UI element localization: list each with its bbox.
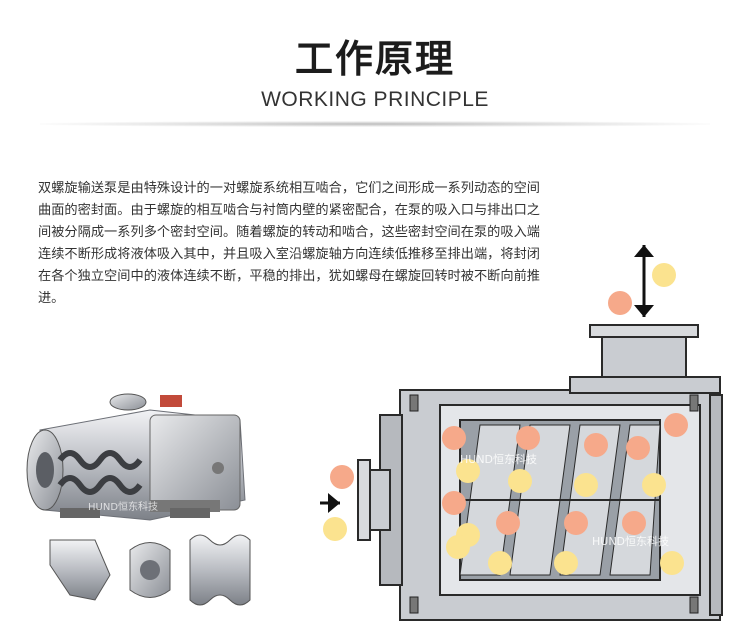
page-subtitle: WORKING PRINCIPLE (261, 88, 489, 111)
diagram-watermark: HUND恒东科技 (460, 452, 537, 466)
fluid-balls (323, 413, 688, 575)
pump-product-image: HUND恒东科技 (26, 393, 251, 606)
inlet-flange (357, 459, 391, 541)
diagram-watermark: HUND恒东科技 (592, 534, 669, 548)
fluid-ball-icon (652, 263, 676, 287)
outlet-flange (589, 324, 699, 378)
product-watermark: HUND恒东科技 (88, 500, 158, 513)
fluid-ball-icon (608, 291, 632, 315)
principle-description: 双螺旋输送泵是由特殊设计的一对螺旋系统相互啮合，它们之间形成一系列动态的空间曲面… (38, 181, 540, 306)
title-divider (40, 121, 710, 127)
inlet-arrow-icon (320, 493, 340, 513)
page-title: 工作原理 (294, 37, 455, 81)
pump-cross-section-diagram: HUND恒东科技 HUND恒东科技 (320, 245, 723, 621)
outlet-arrow-icon (634, 245, 654, 317)
